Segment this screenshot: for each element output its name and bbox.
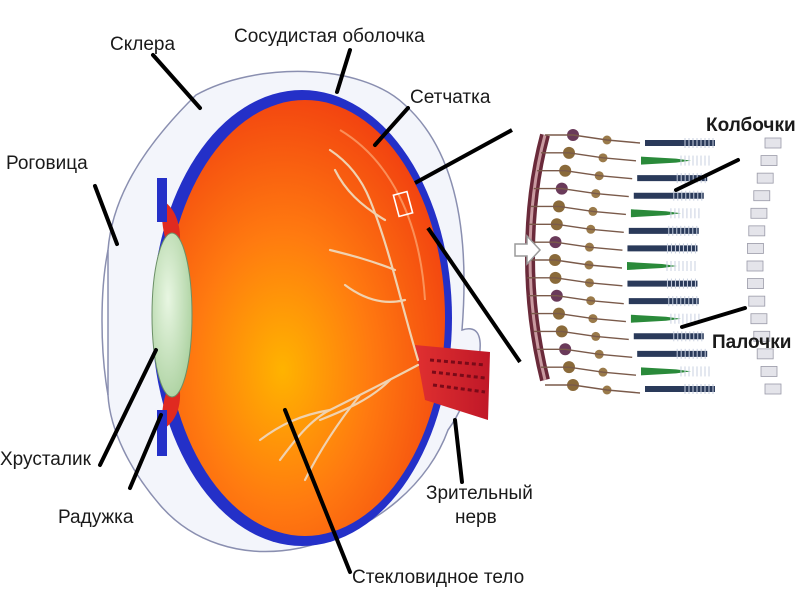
pigment-epithelium-cell [761,156,777,166]
nerve-fiber [534,331,629,339]
label-rods: Палочки [712,333,791,354]
retina-closeup [527,129,781,395]
vitreous-body [165,100,445,536]
label-cornea: Роговица [6,154,88,175]
label-optic-nerve-line2: нерв [455,508,497,529]
nerve-fiber [545,135,640,143]
pigment-epithelium-cell [765,384,781,394]
nerve-fiber [541,367,636,375]
pigment-epithelium-cell [754,191,770,201]
pigment-epithelium-cell [749,226,765,236]
nerve-fiber [537,349,632,357]
pigment-epithelium-cell [761,366,777,376]
nerve-fiber [541,153,636,161]
cone-cell [631,209,681,217]
pigment-epithelium-cell [747,279,763,289]
pigment-epithelium-cell [747,261,763,271]
pigment-epithelium-cell [751,208,767,218]
label-cones: Колбочки [706,116,796,137]
pigment-epithelium-cell [747,243,763,253]
cone-cell [641,367,691,375]
nerve-fiber [545,385,640,393]
nerve-fiber [527,260,622,268]
label-sclera: Склера [110,35,175,56]
pigment-epithelium-cell [757,173,773,183]
cone-cell [627,262,677,270]
pigment-epithelium-cell [751,314,767,324]
cone-cell [631,315,681,323]
nerve-fiber [529,296,624,304]
cone-cell [641,157,691,165]
pointer-cornea [95,186,117,244]
pointer-sclera [153,55,200,108]
lens [152,233,192,397]
nerve-fiber [531,314,626,322]
pointer-rods [682,308,745,327]
nerve-fiber [527,242,622,250]
label-optic-nerve-line1: Зрительный [426,484,533,505]
nerve-fiber [534,189,629,197]
pigment-epithelium-cell [749,296,765,306]
nerve-fiber [537,171,632,179]
label-retina: Сетчатка [410,88,490,109]
nerve-fiber [527,278,622,286]
label-lens: Хрусталик [0,450,91,471]
label-choroid: Сосудистая оболочка [234,27,425,48]
label-vitreous: Стекловидное тело [352,568,524,589]
pointer-optic-nerve [455,420,462,482]
cornea-outline [102,250,108,395]
label-iris: Радужка [58,508,133,529]
nerve-fiber [531,206,626,214]
pigment-epithelium-cell [765,138,781,148]
nerve-fiber [529,224,624,232]
